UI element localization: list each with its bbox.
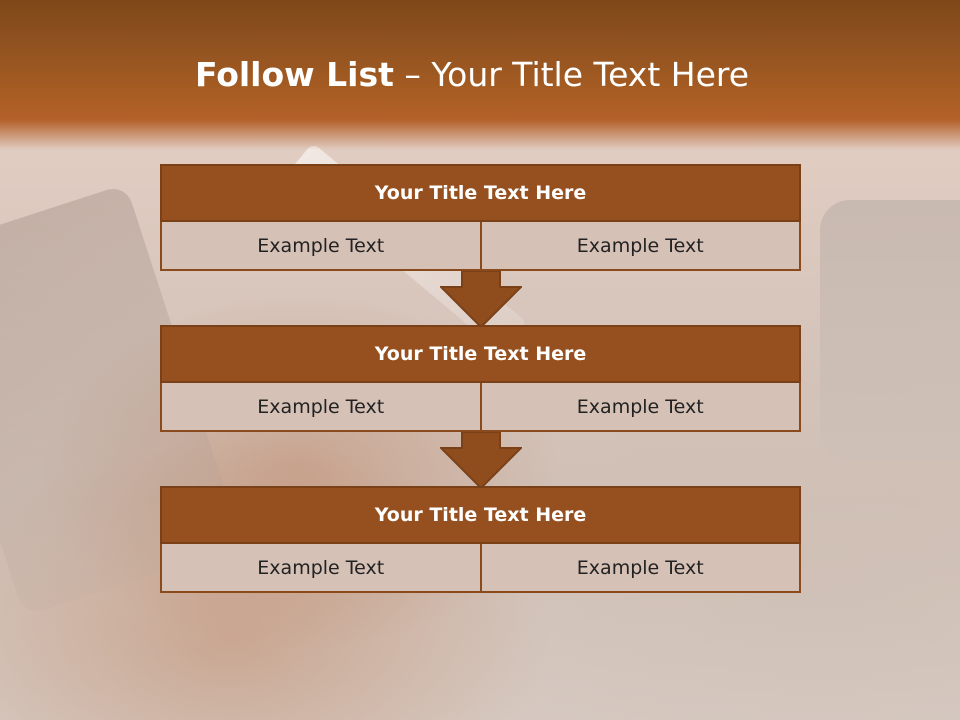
step-item[interactable]: Example Text: [160, 544, 482, 593]
step-item[interactable]: Example Text: [160, 383, 482, 432]
step-item[interactable]: Example Text: [479, 383, 801, 432]
list-step[interactable]: Your Title Text Here Example Text Exampl…: [160, 164, 801, 271]
step-item[interactable]: Example Text: [160, 222, 482, 271]
background-photo-shape: [820, 200, 960, 460]
down-arrow-icon: [440, 432, 522, 489]
step-title[interactable]: Your Title Text Here: [160, 486, 801, 544]
step-row: Example Text Example Text: [160, 544, 801, 593]
step-row: Example Text Example Text: [160, 222, 801, 271]
step-item[interactable]: Example Text: [479, 222, 801, 271]
step-title[interactable]: Your Title Text Here: [160, 325, 801, 383]
slide-title-bold: Follow List: [194, 55, 394, 94]
header-band: [0, 0, 960, 150]
slide-title[interactable]: Follow List – Your Title Text Here: [0, 52, 944, 98]
step-row: Example Text Example Text: [160, 383, 801, 432]
down-arrow-icon: [440, 271, 522, 328]
step-item[interactable]: Example Text: [479, 544, 801, 593]
list-step[interactable]: Your Title Text Here Example Text Exampl…: [160, 325, 801, 432]
slide-title-rest: – Your Title Text Here: [393, 55, 750, 94]
step-title[interactable]: Your Title Text Here: [160, 164, 801, 222]
list-step[interactable]: Your Title Text Here Example Text Exampl…: [160, 486, 801, 593]
